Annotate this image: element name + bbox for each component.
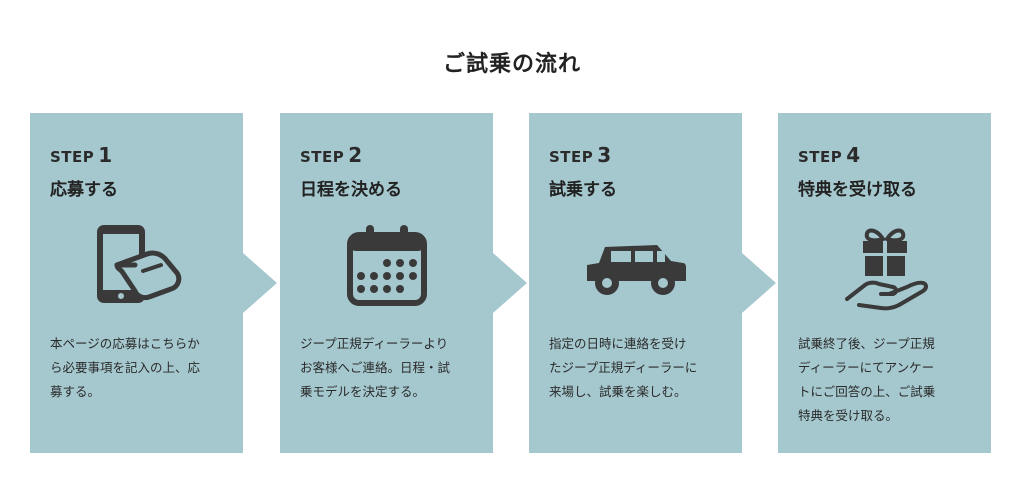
step-title: 特典を受け取る bbox=[798, 180, 917, 200]
step-description: 試乗終了後、ジープ正規 ディーラーにてアンケー トにご回答の上、ご試乗 特典を受… bbox=[798, 336, 936, 423]
step-word: STEP bbox=[50, 148, 95, 166]
smartphone-tap-icon bbox=[30, 221, 243, 311]
step-description: 本ページの応募はこちらか ら必要事項を記入の上、応 募する。 bbox=[50, 336, 201, 399]
step-word: STEP bbox=[549, 148, 594, 166]
step-number: 2 bbox=[348, 143, 363, 167]
gift-hand-icon bbox=[778, 221, 991, 311]
page-title: ご試乗の流れ bbox=[442, 52, 581, 77]
jeep-car-icon bbox=[529, 221, 742, 311]
step-word: STEP bbox=[300, 148, 345, 166]
step-title: 応募する bbox=[50, 180, 118, 200]
step-number: 1 bbox=[98, 143, 113, 167]
step-title: 日程を決める bbox=[300, 180, 402, 200]
step-word: STEP bbox=[798, 148, 843, 166]
step-number: 4 bbox=[846, 143, 861, 167]
step-number: 3 bbox=[597, 143, 612, 167]
step-description: 指定の日時に連絡を受け たジープ正規ディーラーに 来場し、試乗を楽しむ。 bbox=[549, 336, 698, 399]
step-description: ジープ正規ディーラーより お客様へご連絡。日程・試 乗モデルを決定する。 bbox=[300, 336, 451, 399]
step-title: 試乗する bbox=[549, 180, 617, 200]
calendar-icon bbox=[280, 221, 493, 311]
